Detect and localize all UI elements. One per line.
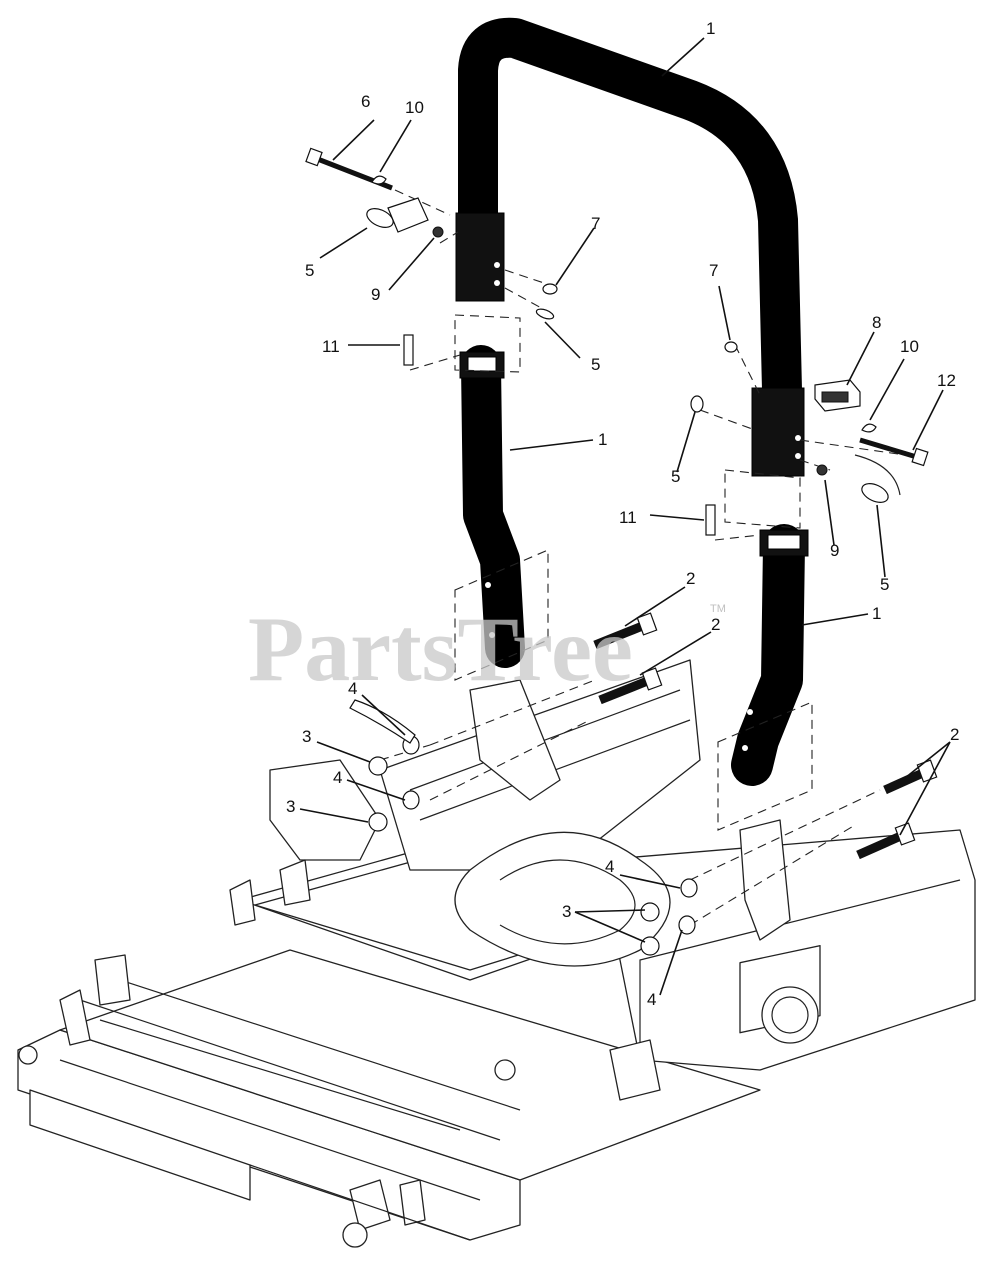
callout-1-right-lower: 1 <box>872 604 881 623</box>
upper-roll-bar <box>455 17 805 477</box>
callout-9-right: 9 <box>830 541 839 560</box>
callout-3-lower: 3 <box>286 797 295 816</box>
callout-10-right: 10 <box>900 337 919 356</box>
hardware-bolts-2 <box>593 612 938 860</box>
callout-9-left: 9 <box>371 285 380 304</box>
callout-4-upper: 4 <box>348 679 357 698</box>
callout-5-far-right: 5 <box>880 575 889 594</box>
watermark-text: PartsTree <box>248 598 633 700</box>
callout-4-right: 4 <box>605 857 614 876</box>
callout-1-top: 1 <box>706 19 715 38</box>
left-lower-roll-bar <box>459 345 525 668</box>
mower-frame <box>17 659 976 1248</box>
callout-3-right: 3 <box>562 902 571 921</box>
callout-7-right: 7 <box>709 261 718 280</box>
assembly-guides <box>379 189 906 926</box>
callout-6: 6 <box>361 92 370 111</box>
right-lower-roll-bar <box>731 524 809 786</box>
callout-2-right: 2 <box>950 725 959 744</box>
hardware-nuts-washers <box>349 699 698 956</box>
callout-4-middle: 4 <box>333 768 342 787</box>
callout-4-bottom: 4 <box>647 990 656 1009</box>
callout-3-upper: 3 <box>302 727 311 746</box>
callout-11-right: 11 <box>619 508 637 527</box>
callout-5-right: 5 <box>671 467 680 486</box>
callout-12: 12 <box>937 371 956 390</box>
hardware-right-top <box>690 341 929 536</box>
callout-2-middle: 2 <box>711 615 720 634</box>
watermark: PartsTree TM <box>248 598 726 700</box>
callout-5-left: 5 <box>305 261 314 280</box>
watermark-trademark: TM <box>710 603 726 615</box>
callout-2-upper: 2 <box>686 569 695 588</box>
callout-8: 8 <box>872 313 881 332</box>
callout-10-left: 10 <box>405 98 424 117</box>
callout-7-left: 7 <box>591 214 600 233</box>
callout-11-left: 11 <box>322 337 340 356</box>
callout-5-center: 5 <box>591 355 600 374</box>
callout-leaders <box>299 37 951 996</box>
hardware-left-top <box>305 147 558 366</box>
callout-labels: 1 1 1 2 2 2 3 3 3 4 4 4 4 5 5 5 5 6 7 7 … <box>286 19 959 1009</box>
callout-1-left-lower: 1 <box>598 430 607 449</box>
